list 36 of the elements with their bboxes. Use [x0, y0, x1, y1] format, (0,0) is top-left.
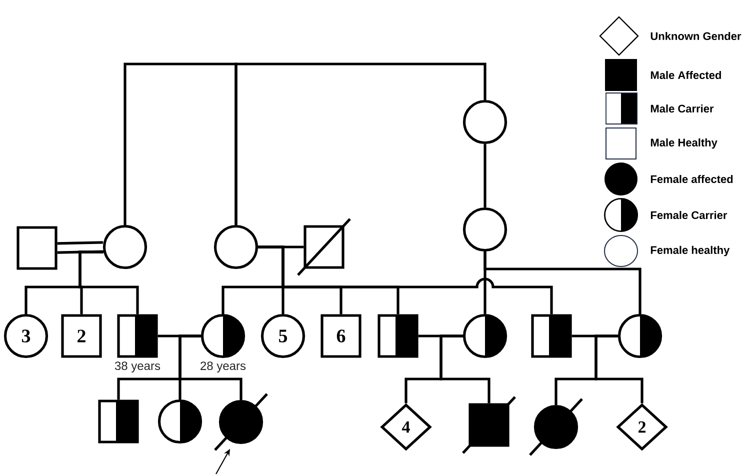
descent-line: [258, 246, 553, 314]
sibship-line: [234, 62, 486, 225]
descent-line: [484, 144, 486, 208]
slashed-filled-circle: [529, 398, 583, 456]
circle-symbol: [462, 100, 508, 144]
slashed-filled-square: [462, 396, 516, 454]
half-filled-circle: [462, 314, 508, 358]
descent-line: [440, 334, 490, 404]
half-filled-square: [378, 314, 418, 358]
half-filled-circle: [158, 399, 202, 444]
legend-label: Female Carrier: [650, 210, 728, 220]
sibship-line: [124, 62, 238, 225]
descent-line: [594, 334, 644, 404]
legend-label: Male Carrier: [650, 104, 714, 113]
legend-label: Male Affected: [650, 70, 721, 80]
circle-symbol: [214, 224, 258, 270]
legend-label: Female healthy: [650, 246, 730, 256]
double-mating-line: [56, 241, 104, 254]
age-label: 28 years: [200, 362, 246, 372]
half-filled-square: [531, 314, 572, 358]
slashed-square-symbol: [297, 218, 351, 276]
legend-label: Male Healthy: [650, 138, 718, 149]
slashed-filled-circle: [214, 393, 268, 451]
descent-line: [178, 334, 242, 400]
legend-label: Female affected: [650, 174, 733, 184]
circle-symbol: [462, 207, 508, 252]
half-filled-circle: [618, 314, 662, 358]
legend-label: Unknown Gender: [650, 32, 742, 40]
half-filled-square: [98, 400, 139, 444]
half-filled-square: [117, 314, 158, 358]
circle-symbol: [102, 224, 148, 270]
descent-line: [78, 250, 139, 314]
descent-line: [484, 252, 642, 314]
half-filled-circle: [200, 314, 246, 358]
age-label: 38 years: [114, 362, 160, 372]
square-symbol: [16, 226, 58, 270]
